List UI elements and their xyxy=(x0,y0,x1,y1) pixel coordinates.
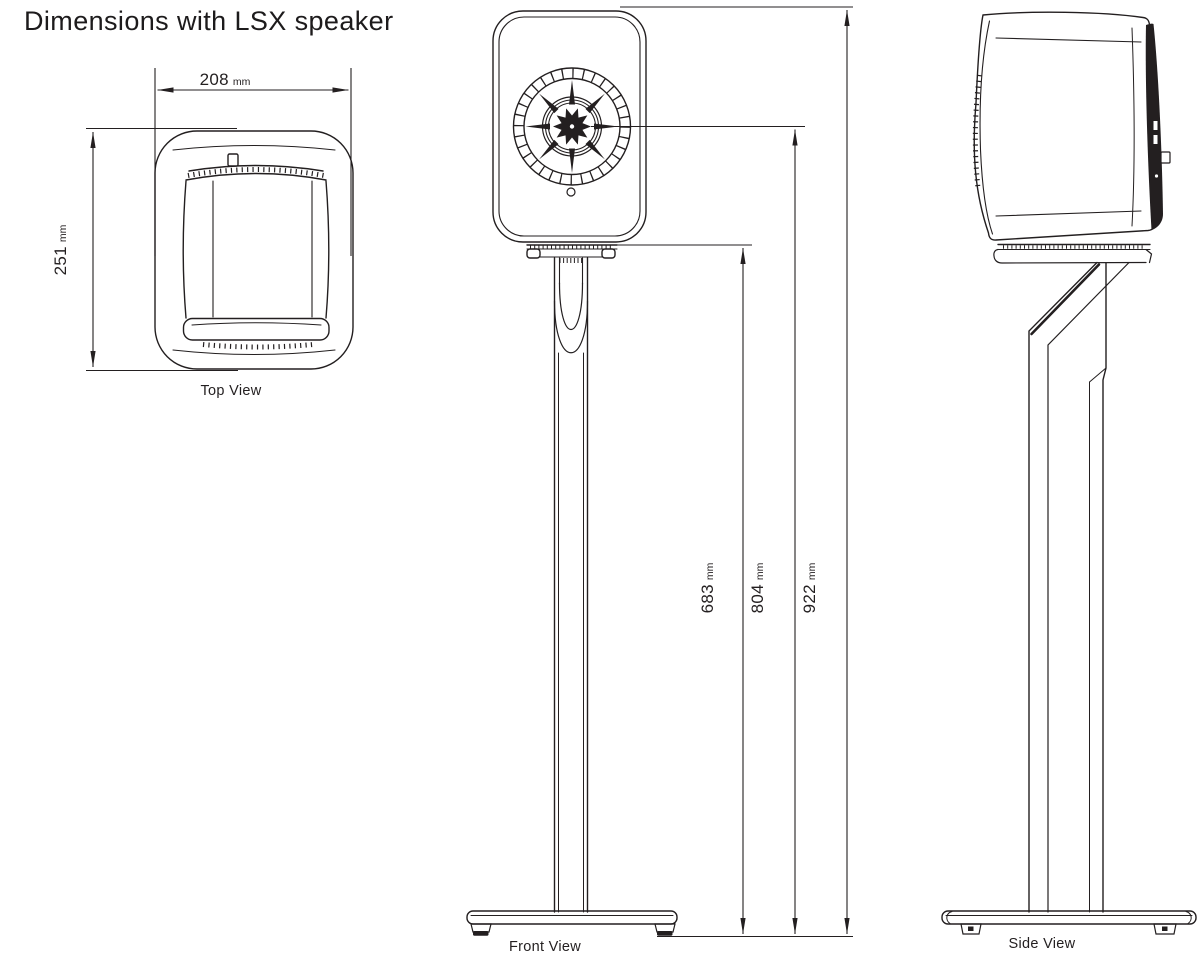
front-stand-base xyxy=(466,910,678,936)
page-title: Dimensions with LSX speaker xyxy=(24,6,394,36)
side-front-edge-hatch xyxy=(972,74,982,189)
side-stand-plinth xyxy=(993,243,1153,264)
back-tab xyxy=(1160,151,1171,164)
front-grille-hatch xyxy=(202,342,314,350)
led-indicator-icon xyxy=(566,187,576,197)
side-view-drawing xyxy=(941,11,1197,935)
side-stand-column xyxy=(1028,261,1130,913)
side-view-label: Side View xyxy=(1008,936,1076,952)
front-stand-column xyxy=(553,257,589,913)
front-view-drawing xyxy=(466,10,678,936)
front-stand-plinth xyxy=(526,244,618,259)
top-vent-hatch xyxy=(187,167,325,178)
driver-spokes xyxy=(525,80,619,173)
side-stand-base xyxy=(941,910,1197,935)
top-view-dimensions xyxy=(86,68,352,372)
top-view-label: Top View xyxy=(200,383,262,399)
front-view-label: Front View xyxy=(508,939,582,955)
front-view-dimensions xyxy=(591,6,853,938)
top-view-drawing xyxy=(154,130,354,370)
top-tab xyxy=(227,153,239,167)
